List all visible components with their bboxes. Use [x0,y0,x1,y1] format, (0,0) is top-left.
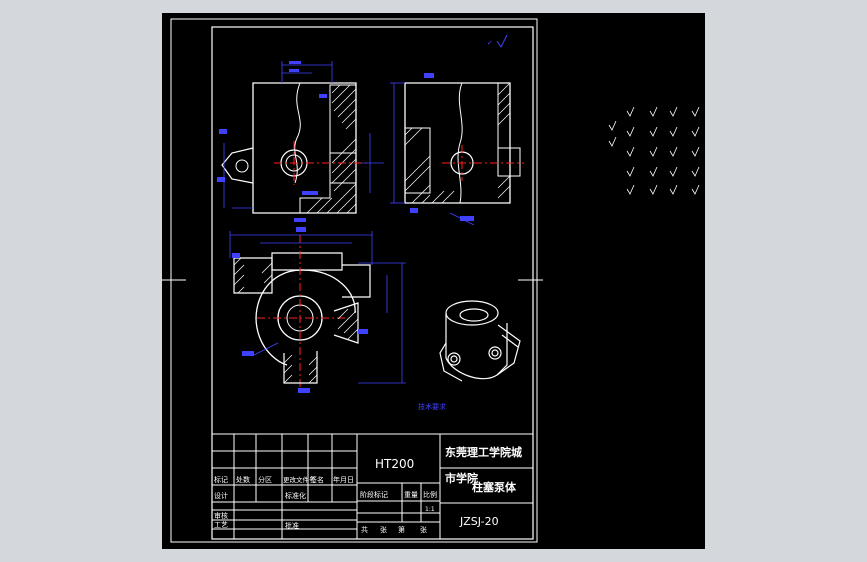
drawing-number: JZSJ-20 [459,515,499,528]
title-block-text: HT200 东莞理工学院城 市学院 柱塞泵体 JZSJ-20 标记 处数 分区 … [214,445,522,534]
outer-sheet-border [170,18,538,543]
sheet-number-prefix: 第 [398,525,405,534]
scale-value: 1:1 [425,506,435,513]
top-view [229,227,406,393]
inner-sheet-border [211,26,534,540]
header-mark: 标记 [214,475,228,484]
stage-mark-header: 阶段标记 [360,490,388,499]
material-label: HT200 [375,457,414,471]
drawing-canvas[interactable]: ✓ [162,13,705,549]
sheets-total-suffix: 张 [380,525,387,534]
tech-requirement-note: 技术要求 [418,402,446,411]
sheets-total-prefix: 共 [361,525,368,534]
sheet-number-suffix: 张 [420,525,427,534]
title-block [211,433,534,540]
engineering-drawing: ✓ [162,18,700,543]
header-change-doc: 更改文件号 [283,475,316,484]
scale-header: 比例 [423,490,437,499]
front-view [217,61,384,222]
part-name: 柱塞泵体 [472,480,517,494]
weight-header: 重量 [404,491,418,499]
design-label: 设计 [214,491,228,500]
roughness-symbol-table [608,106,700,195]
school-name-line2: 市学院 [445,471,478,485]
review-label: 审核 [214,511,228,520]
approve-label: 批准 [285,521,299,530]
header-signature: 签名 [310,475,324,484]
header-zone: 分区 [258,475,272,484]
school-name-line1: 东莞理工学院城 [445,445,522,459]
process-label: 工艺 [214,521,228,529]
roughness-symbol: ✓ [487,34,508,48]
isometric-view [439,300,521,382]
header-count: 处数 [236,475,250,484]
svg-text:✓: ✓ [487,39,493,47]
header-date: 年月日 [333,475,354,484]
standardize-label: 标准化 [285,491,306,500]
side-view [390,73,524,226]
